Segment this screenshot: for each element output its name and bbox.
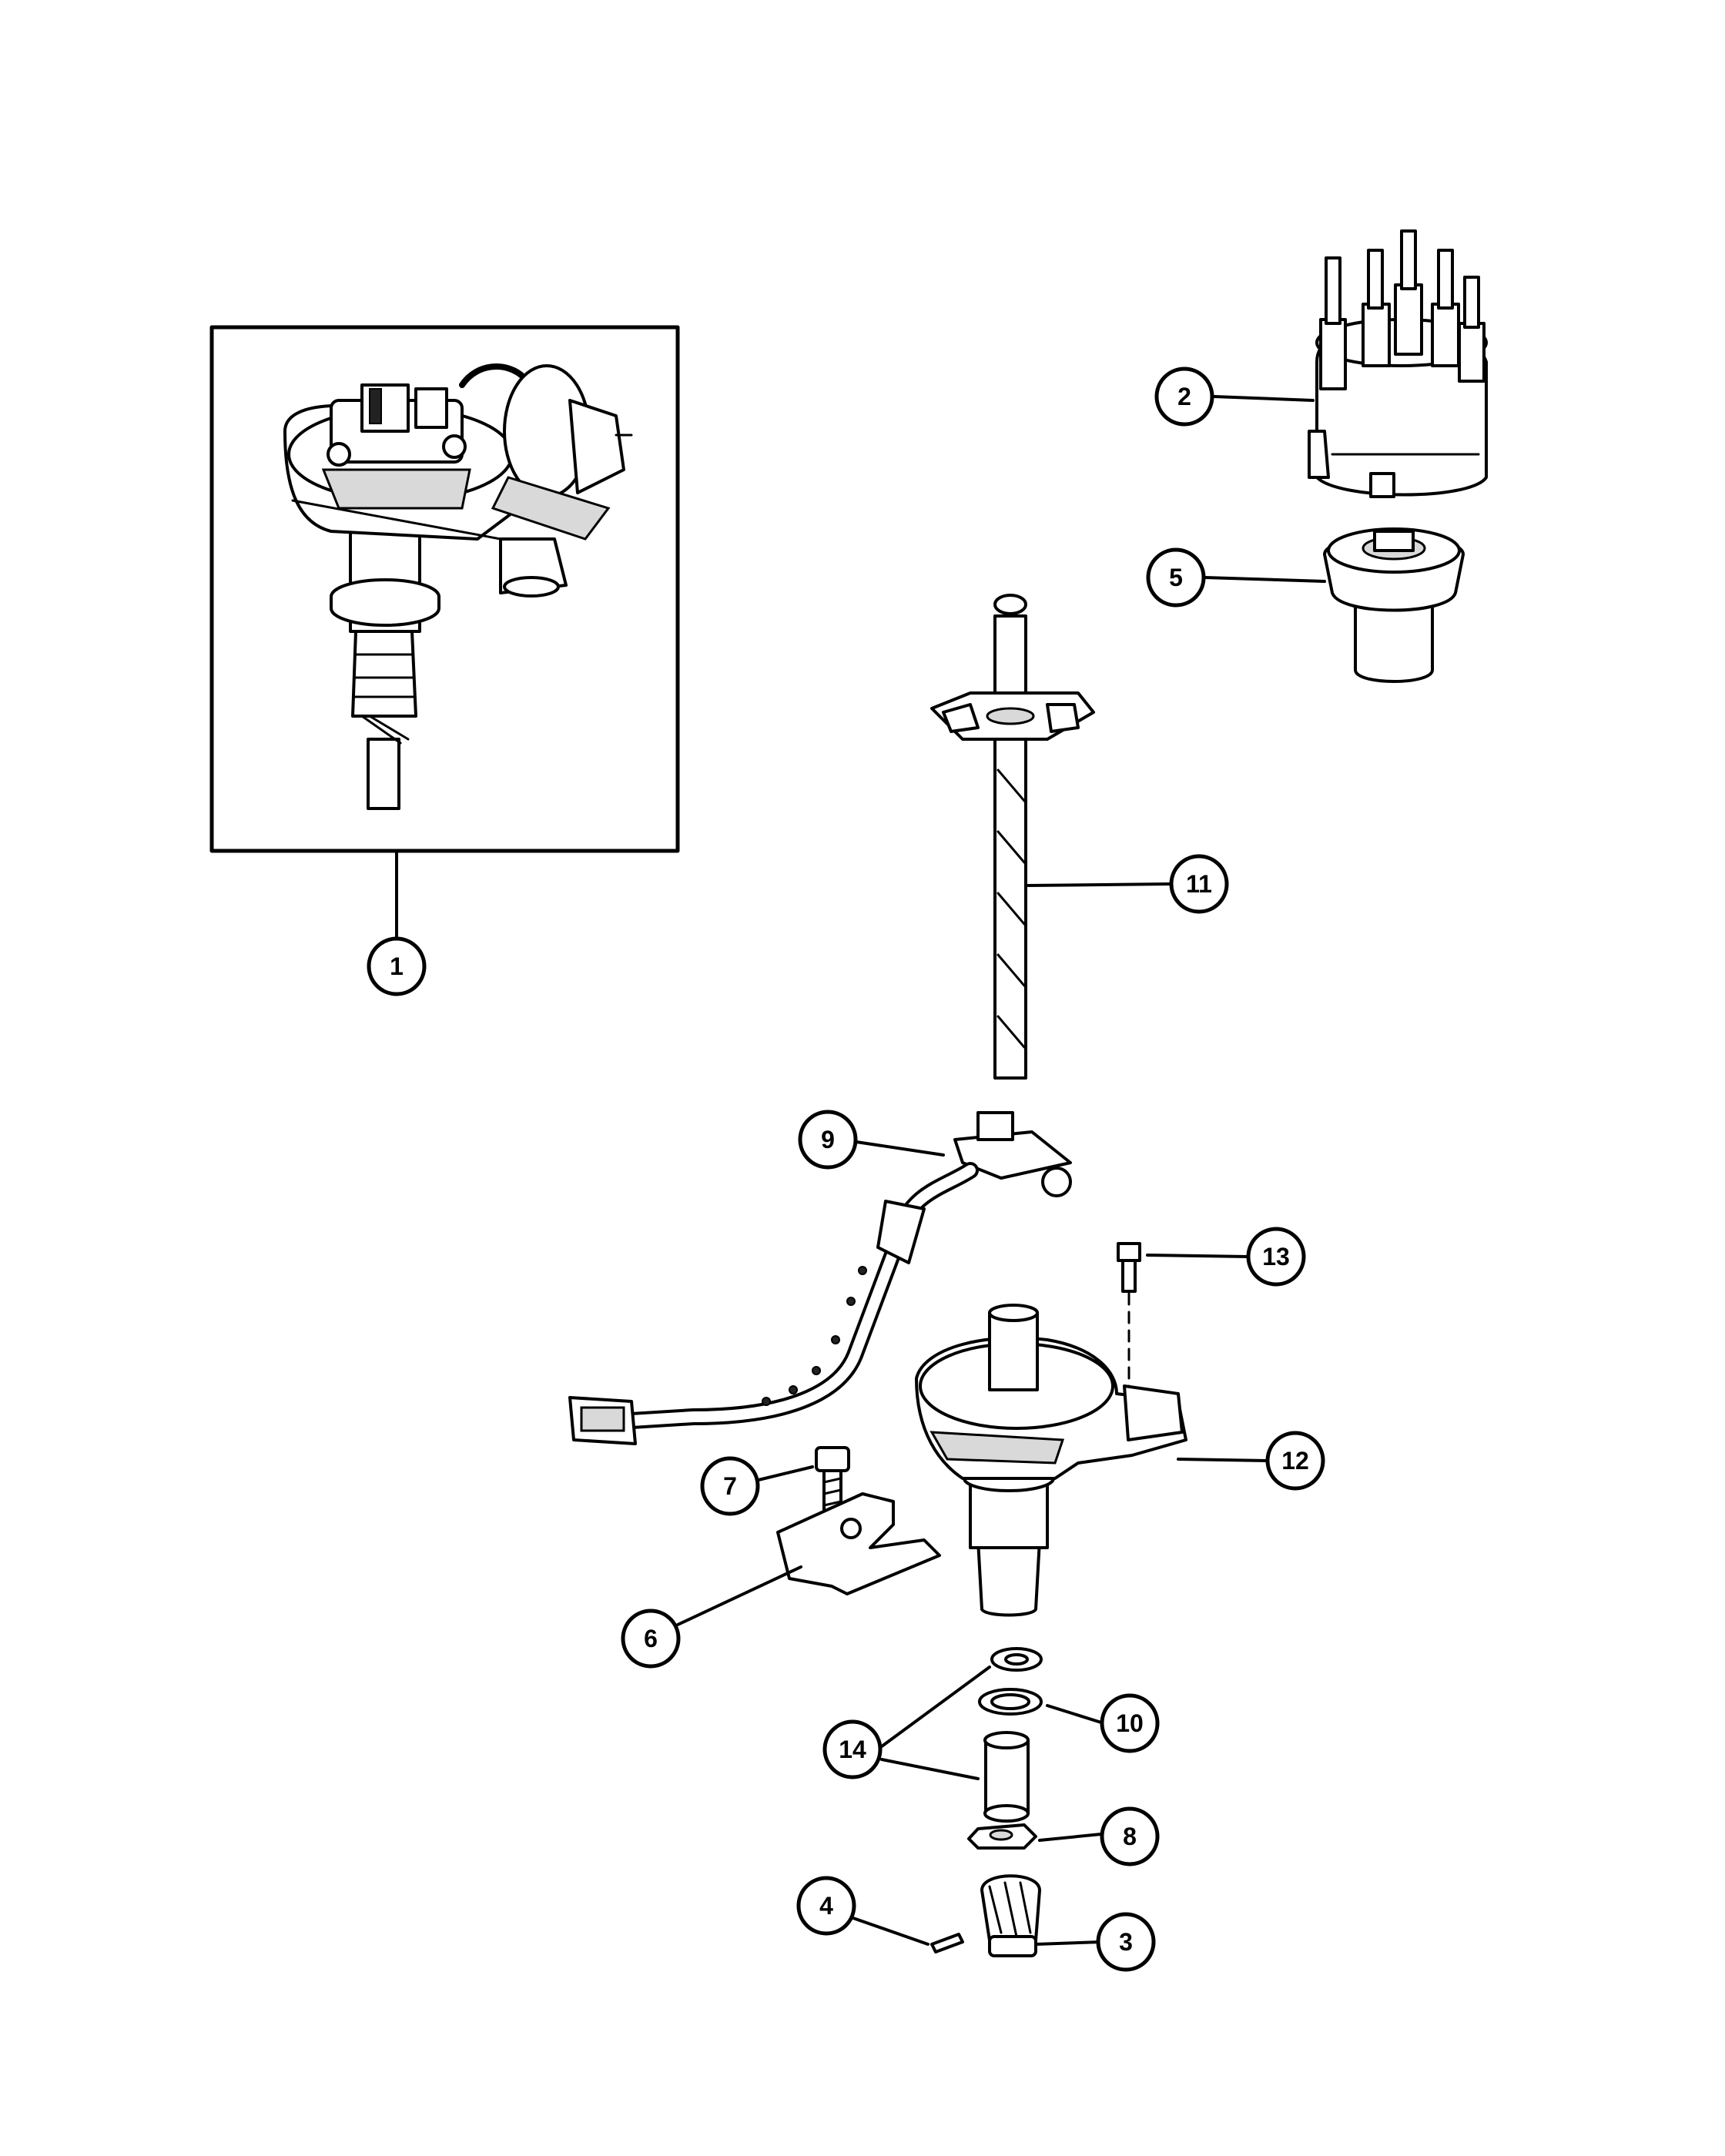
- callout-1-label: 1: [390, 952, 404, 980]
- leader-line-6: [676, 1565, 802, 1626]
- callout-10-label: 10: [1116, 1709, 1144, 1737]
- callout-5: 5: [1146, 547, 1206, 608]
- washer-14-illustration: [990, 1647, 1043, 1672]
- callout-6: 6: [621, 1609, 681, 1669]
- leader-line-8: [1038, 1833, 1103, 1842]
- bushing-14-illustration: [983, 1731, 1030, 1823]
- pickup-coil-harness-illustration: [568, 1111, 1072, 1445]
- callout-4-label: 4: [819, 1892, 833, 1920]
- callout-14-label: 14: [839, 1736, 866, 1763]
- drive-gear-illustration: [980, 1874, 1041, 1957]
- leader-line-5: [1204, 576, 1326, 583]
- leader-line-11: [1027, 882, 1172, 887]
- callout-8: 8: [1100, 1806, 1160, 1866]
- callout-12: 12: [1265, 1431, 1325, 1491]
- callout-11: 11: [1169, 854, 1229, 914]
- callout-8-label: 8: [1123, 1823, 1137, 1850]
- callout-6-label: 6: [644, 1625, 658, 1652]
- leader-line-4: [849, 1916, 929, 1946]
- callout-9-label: 9: [821, 1126, 835, 1153]
- distributor-cap-illustration: [1308, 229, 1488, 498]
- washer-10-illustration: [978, 1688, 1043, 1716]
- callout-11-label: 11: [1186, 870, 1212, 898]
- callout-5-label: 5: [1169, 564, 1183, 591]
- callout-7-label: 7: [723, 1472, 737, 1500]
- leader-line-10: [1046, 1704, 1103, 1724]
- callout-1: 1: [367, 936, 427, 996]
- rotor-illustration: [1323, 527, 1465, 683]
- leader-line-9: [855, 1140, 945, 1157]
- hold-down-clamp-illustration: [776, 1492, 941, 1595]
- leader-line-3: [1034, 1940, 1103, 1946]
- callout-14: 14: [822, 1719, 883, 1779]
- callout-10: 10: [1100, 1693, 1160, 1753]
- callout-7: 7: [700, 1456, 760, 1516]
- screw-13-illustration: [1117, 1242, 1141, 1403]
- callout-13-label: 13: [1262, 1243, 1290, 1270]
- callout-12-label: 12: [1281, 1447, 1309, 1475]
- distributor-shaft-illustration: [930, 594, 1095, 1080]
- callout-3: 3: [1096, 1912, 1156, 1972]
- distributor-housing-illustration: [915, 1304, 1187, 1617]
- callout-4: 4: [796, 1876, 856, 1936]
- callout-2-label: 2: [1177, 383, 1191, 410]
- leader-line-2: [1213, 395, 1315, 402]
- leader-line-12: [1177, 1458, 1268, 1462]
- distributor-assembly-illustration: [209, 325, 680, 853]
- leader-line-14a: [880, 1666, 991, 1748]
- leader-line-7: [757, 1465, 814, 1481]
- collar-8-illustration: [967, 1823, 1037, 1850]
- callout-9: 9: [798, 1110, 858, 1170]
- callout-13: 13: [1246, 1227, 1306, 1287]
- leader-line-14b: [880, 1758, 980, 1780]
- callout-3-label: 3: [1119, 1928, 1133, 1956]
- leader-line-13: [1146, 1254, 1249, 1258]
- callout-2: 2: [1154, 367, 1214, 427]
- roll-pin-illustration: [930, 1933, 964, 1953]
